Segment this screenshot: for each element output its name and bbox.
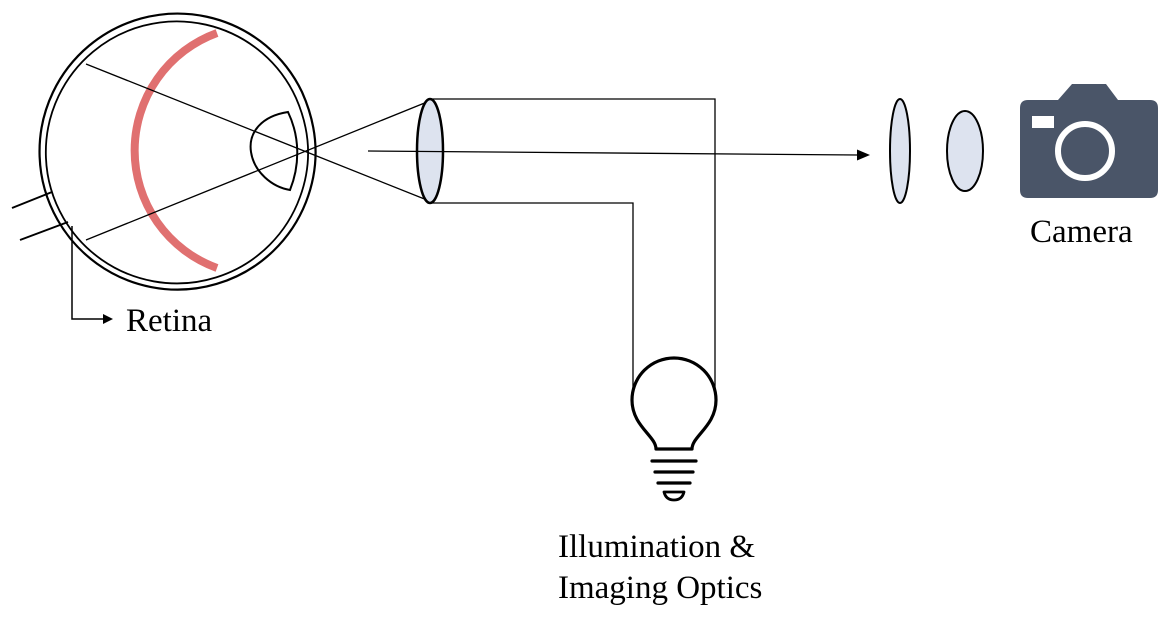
ray-upper [85, 63, 433, 203]
camera-label: Camera [1030, 214, 1133, 250]
retina-callout-arrowhead [103, 314, 113, 324]
retina-callout: Retina [71, 226, 212, 339]
camera-icon [1020, 84, 1158, 198]
camera-lens-ring [1055, 121, 1115, 181]
eye-lens [249, 110, 299, 192]
optical-path-upper [431, 98, 716, 400]
eye-cross-section-icon [11, 12, 317, 291]
bulb-glass [630, 356, 718, 451]
camera-flash [1032, 116, 1054, 128]
bulb-tip [662, 490, 686, 502]
imaging-arrow-head [857, 149, 870, 161]
retina-label: Retina [126, 303, 212, 339]
camera-body [1020, 84, 1158, 198]
imaging-arrow-line [367, 150, 859, 156]
ray-lower [85, 99, 433, 241]
optic-nerve-top [11, 191, 53, 209]
eye-outer-wall [38, 12, 317, 291]
illumination-label-line2: Imaging Optics [558, 570, 762, 606]
relay-lens-2-icon [946, 110, 984, 192]
relay-lens-1-icon [889, 98, 911, 204]
lightbulb-icon [630, 356, 718, 502]
retina-arc [130, 29, 219, 272]
optic-nerve-bottom [19, 221, 69, 241]
illumination-label-line1: Illumination & [558, 529, 755, 565]
eye-inner-wall [44, 20, 309, 285]
optical-path-lower [431, 202, 634, 395]
retina-callout-line [71, 226, 104, 320]
